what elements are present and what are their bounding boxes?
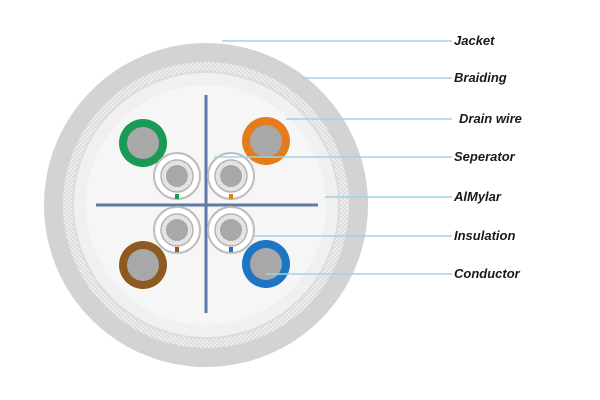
drain-wire-top-left [153, 152, 201, 200]
label-almylar: AlMylar [453, 189, 502, 204]
label-insulation: Insulation [454, 228, 515, 243]
pair-orange [242, 117, 290, 165]
label-jacket: Jacket [454, 33, 495, 48]
drain-wire-top-right [207, 152, 255, 200]
label-separator: Seperator [454, 149, 516, 164]
label-drain-wire: Drain wire [459, 111, 522, 126]
pair-brown [119, 241, 167, 289]
drain-wire-bottom-left [153, 206, 201, 254]
pair-blue [242, 240, 290, 288]
pair-green [119, 119, 167, 167]
drain-wire-bottom-right [207, 206, 255, 254]
label-braiding: Braiding [454, 70, 507, 85]
label-conductor: Conductor [454, 266, 521, 281]
